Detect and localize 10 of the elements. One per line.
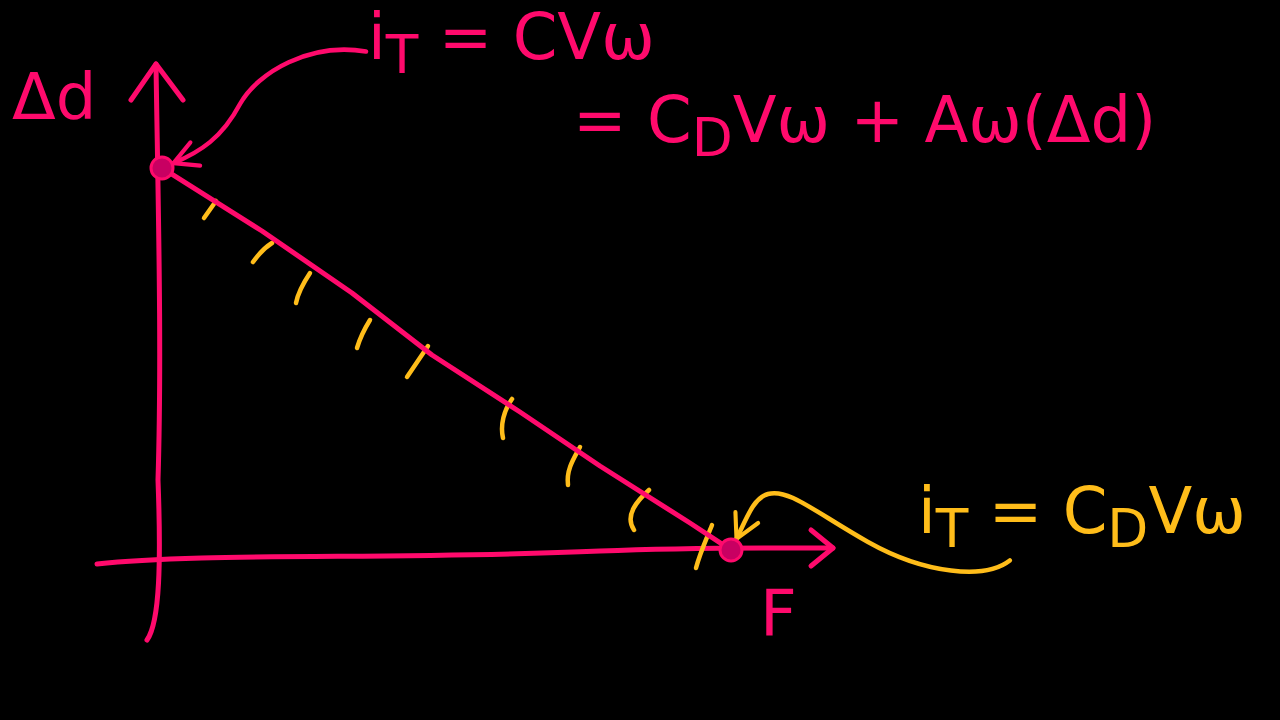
point-dot	[718, 537, 744, 563]
axis-label: F	[760, 578, 797, 650]
equation: i$_{T}$ = CVω	[368, 2, 655, 85]
equation: i$_{T}$ = C$_{D}$Vω	[918, 476, 1246, 559]
leader-arrow	[171, 47, 369, 168]
equation: = C$_{D}$Vω + Aω(Δd)	[573, 84, 1157, 168]
leader-arrow	[733, 490, 1013, 574]
point-dot	[149, 155, 175, 181]
plot-line	[170, 172, 724, 546]
axis-label: Δd	[12, 62, 97, 134]
